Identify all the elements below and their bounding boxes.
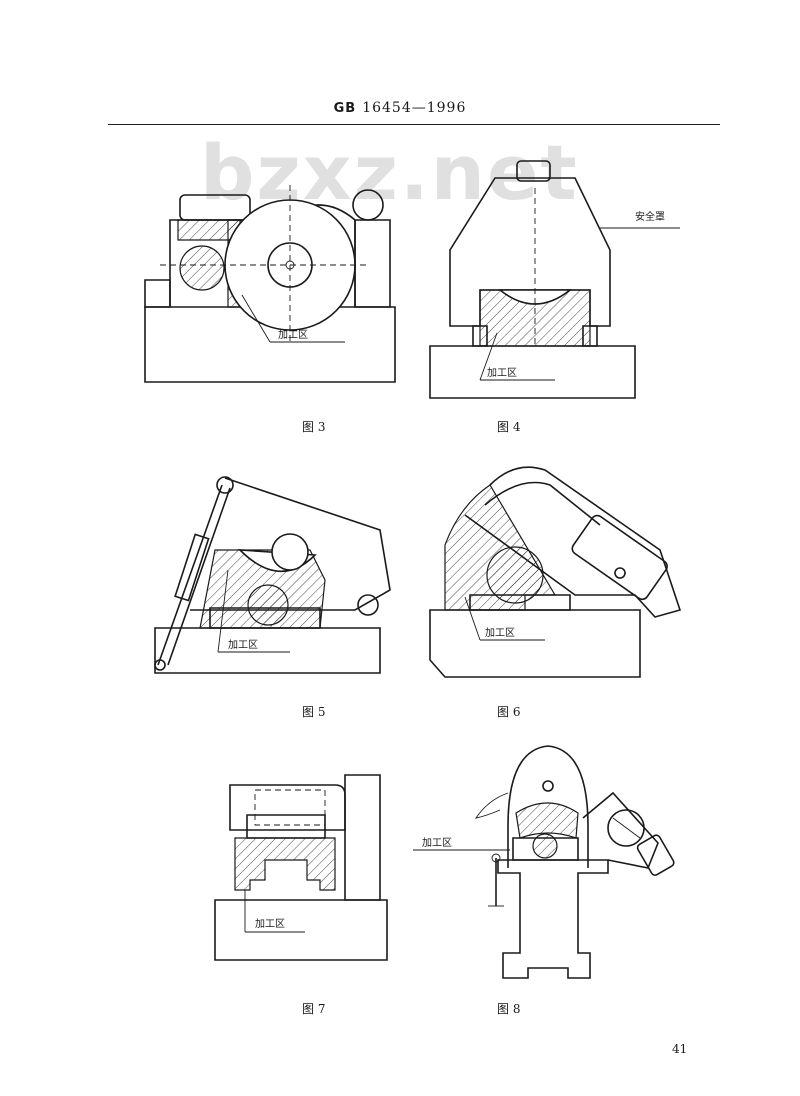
- figure-6: 加工区: [425, 445, 695, 685]
- figure-5: 加工区: [140, 460, 410, 680]
- fig7-caption: 图 7: [302, 1002, 326, 1016]
- page-number: 41: [672, 1042, 688, 1056]
- fig3-area-label: 加工区: [278, 329, 308, 341]
- fig4-area-label: 加工区: [487, 367, 517, 379]
- figure-7: 加工区: [205, 770, 405, 970]
- header-rule: [108, 124, 720, 125]
- fig8-area-label: 加工区: [422, 837, 452, 849]
- figure-8: 加工区: [408, 738, 688, 988]
- fig6-caption: 图 6: [497, 705, 521, 719]
- guard-label: 安全罩: [635, 210, 665, 223]
- fig5-caption: 图 5: [302, 705, 326, 719]
- standard-prefix: GB: [333, 101, 357, 116]
- fig3-caption: 图 3: [302, 420, 326, 434]
- fig5-area-label: 加工区: [228, 639, 258, 651]
- fig7-area-label: 加工区: [255, 918, 285, 930]
- fig4-caption: 图 4: [497, 420, 521, 434]
- figure-3: 加工区: [140, 180, 410, 390]
- watermark: bzxz.net: [200, 128, 579, 217]
- page-header: GB 16454—1996: [0, 100, 800, 116]
- fig6-area-label: 加工区: [485, 627, 515, 639]
- figure-4: 安全罩 加工区: [425, 158, 695, 408]
- fig8-caption: 图 8: [497, 1002, 521, 1016]
- standard-number: 16454—1996: [362, 100, 467, 116]
